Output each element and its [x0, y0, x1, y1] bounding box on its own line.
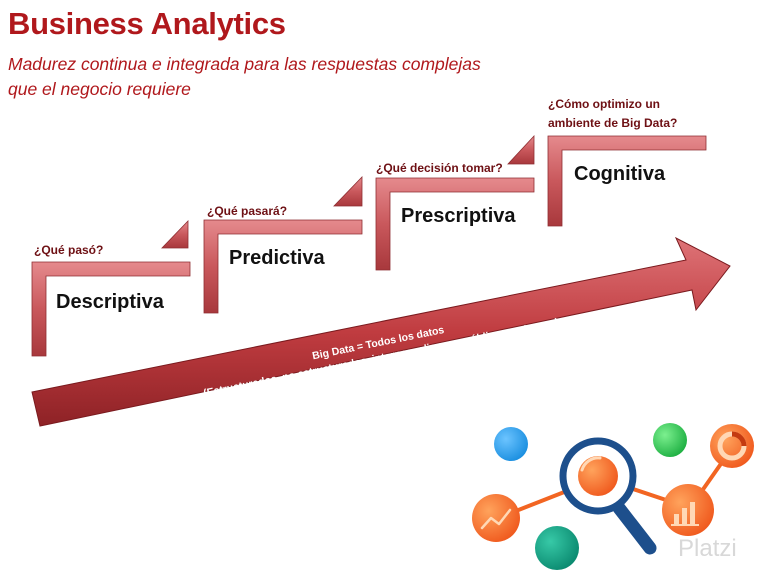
stage-question-predictiva: ¿Qué pasará? — [207, 204, 287, 218]
blue-dot — [494, 427, 528, 461]
connector-line — [496, 446, 734, 520]
magnifier-icon — [559, 437, 657, 555]
green-dot — [653, 423, 687, 457]
step-corner-predictiva — [333, 176, 363, 207]
stage-label-cognitiva: Cognitiva — [574, 163, 666, 185]
stage-prescriptiva: ¿Qué decisión tomar? Prescriptiva — [375, 134, 535, 271]
donut-chart-icon — [710, 424, 754, 468]
stage-label-prescriptiva: Prescriptiva — [401, 205, 516, 227]
teal-dot — [535, 526, 579, 570]
step-corner-descriptiva — [161, 220, 189, 249]
step-bar-predictiva — [203, 219, 363, 314]
step-corner-prescriptiva — [507, 134, 535, 165]
arrow-shape — [31, 236, 731, 427]
page-title: Business Analytics — [8, 6, 286, 41]
stage-predictiva: ¿Qué pasará? Predictiva — [203, 176, 363, 314]
stage-label-descriptiva: Descriptiva — [56, 291, 165, 313]
step-bar-prescriptiva — [375, 177, 535, 271]
analytics-illustration — [472, 423, 754, 570]
stage-question-descriptiva: ¿Qué pasó? — [34, 243, 103, 257]
line-trend-icon — [472, 494, 520, 542]
stage-cognitiva: ¿Cómo optimizo un ambiente de Big Data? … — [547, 97, 707, 227]
stage-question-cognitiva-line1: ¿Cómo optimizo un — [548, 97, 660, 111]
step-bar-descriptiva — [31, 261, 191, 357]
stage-descriptiva: ¿Qué pasó? Descriptiva — [31, 220, 191, 357]
stage-label-predictiva: Predictiva — [229, 247, 325, 269]
bar-chart-icon — [662, 484, 714, 536]
stage-question-cognitiva-line2: ambiente de Big Data? — [548, 116, 677, 130]
step-bar-cognitiva — [547, 135, 707, 227]
page-subtitle: Madurez continua e integrada para las re… — [8, 54, 481, 99]
platzi-watermark: Platzi — [678, 535, 737, 562]
stage-question-prescriptiva: ¿Qué decisión tomar? — [376, 161, 503, 175]
